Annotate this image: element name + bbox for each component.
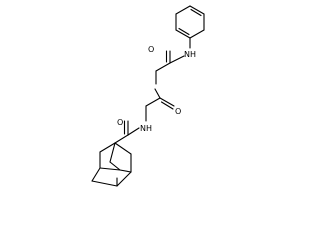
phenyl-bond xyxy=(189,29,205,39)
adamantane-bond xyxy=(99,167,121,171)
c2-o-double-bond xyxy=(160,101,174,110)
adamantane-bond xyxy=(91,180,118,187)
adamantane-bond xyxy=(119,169,132,173)
phenyl-bond xyxy=(175,5,191,15)
adamantane-bond xyxy=(109,142,116,163)
bond-c3-adamantane xyxy=(114,134,129,144)
adamantane-bond xyxy=(116,171,132,187)
bond-hn-c2 xyxy=(154,88,161,99)
phenyl-double-bond xyxy=(178,27,190,36)
phenyl-bond xyxy=(189,5,205,15)
phenyl-double-bond xyxy=(190,8,202,17)
amide1-oxygen-label: O xyxy=(148,45,154,54)
adamantane-cage xyxy=(91,142,132,187)
adamantane-bond xyxy=(109,161,121,171)
amide2-oxygen-label: O xyxy=(175,107,181,116)
phenyl-bond xyxy=(175,29,191,39)
amide3-oxygen-label: O xyxy=(117,118,123,127)
molecule-structure-diagram: NH O O NH O xyxy=(91,5,205,187)
bond-nh-c3 xyxy=(127,127,140,136)
adamantane-bond xyxy=(99,142,116,153)
adamantane-bond xyxy=(114,142,132,155)
phenyl-nh-label: NH xyxy=(184,50,196,59)
adamantane-bond xyxy=(91,167,101,182)
phenyl-ring xyxy=(175,5,205,39)
c2-o-double-bond xyxy=(159,97,175,107)
bond-c1-ch2 xyxy=(155,62,171,72)
adamantyl-nh-label: NH xyxy=(140,124,152,133)
bond-nh-c1 xyxy=(169,55,185,64)
bond-c2-link xyxy=(145,97,161,107)
